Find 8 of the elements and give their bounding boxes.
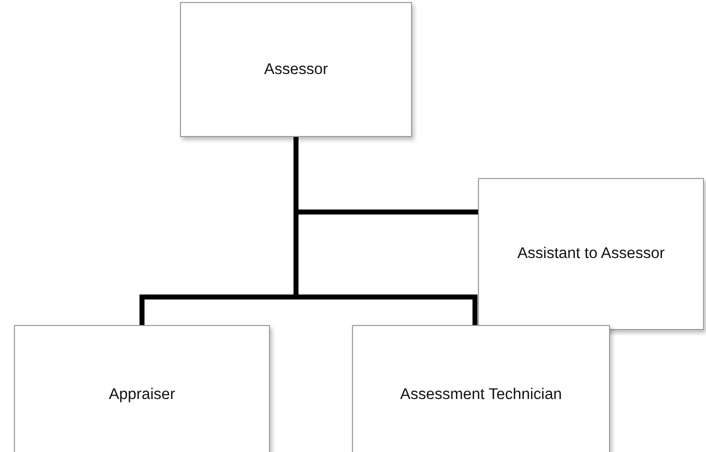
role-box [180, 2, 412, 137]
role-box [14, 325, 270, 452]
role-title: Assessor [264, 60, 328, 78]
role-box [478, 178, 704, 330]
role-title: Assessment Technician [400, 386, 562, 404]
role-box [352, 325, 610, 452]
role-title: Appraiser [108, 386, 176, 404]
role-title: Assistant to Assessor [517, 245, 665, 263]
